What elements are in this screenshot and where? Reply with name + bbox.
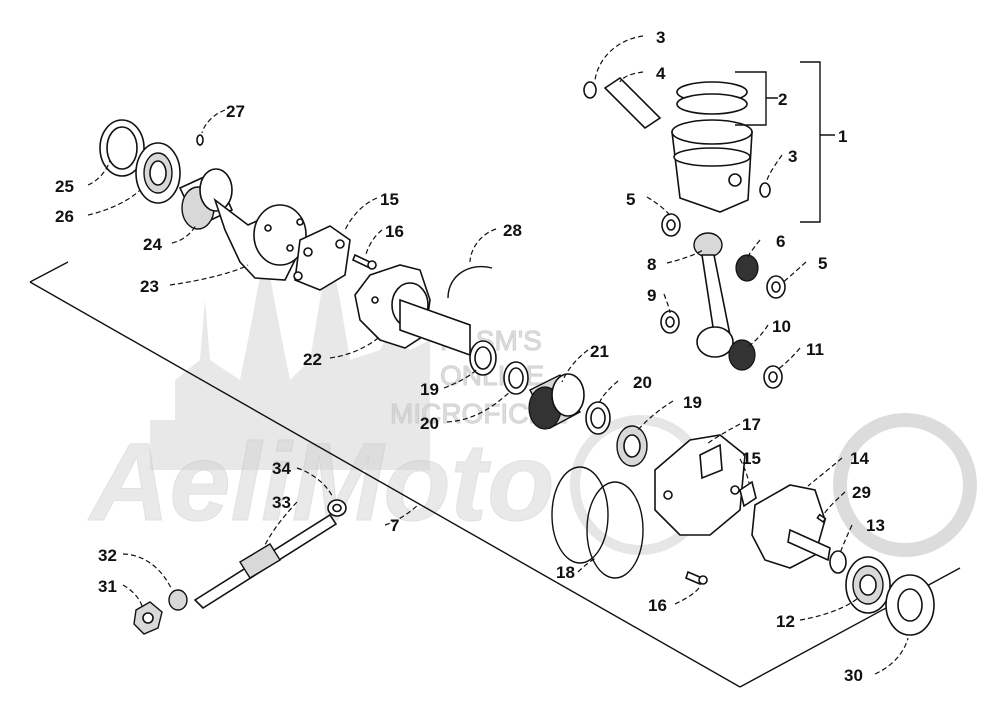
callout-19-left: 19 xyxy=(420,380,439,399)
callout-32: 32 xyxy=(98,546,117,565)
part-20-washer-right xyxy=(585,401,611,435)
part-32-bushing xyxy=(168,589,188,611)
part-6-needle-bearing xyxy=(735,254,759,282)
watermark-wheel-front xyxy=(833,413,977,557)
part-33-shaft xyxy=(193,513,338,610)
part-30-seal xyxy=(885,574,935,636)
part-15-crank-web xyxy=(293,225,351,291)
part-24-needle-bearing xyxy=(178,168,234,230)
part-4-wrist-pin xyxy=(603,76,662,130)
part-29-pin xyxy=(816,513,827,524)
part-9-washer xyxy=(660,310,680,334)
callout-5-upper: 5 xyxy=(626,190,635,209)
callout-24: 24 xyxy=(143,235,162,254)
callout-7: 7 xyxy=(390,516,399,535)
part-5-washer-upper xyxy=(661,213,681,237)
part-19-bearing-right xyxy=(616,425,648,467)
part-26-bearing xyxy=(135,142,181,204)
callout-3-top: 3 xyxy=(656,28,665,47)
part-1-piston xyxy=(671,119,753,213)
callout-33: 33 xyxy=(272,493,291,512)
part-14-crank-half xyxy=(751,484,831,569)
callout-1: 1 xyxy=(838,127,847,146)
callout-31: 31 xyxy=(98,577,117,596)
callout-23: 23 xyxy=(140,277,159,296)
callout-11: 11 xyxy=(806,340,824,359)
callout-3-right: 3 xyxy=(788,147,797,166)
callout-10: 10 xyxy=(772,317,791,336)
callout-19-right: 19 xyxy=(683,393,702,412)
part-13-washer xyxy=(829,550,847,574)
part-23-crank-half xyxy=(213,197,307,281)
watermark: AeliMoto HLSM'S ONLINE MICROFICHE xyxy=(87,250,977,557)
callout-28: 28 xyxy=(503,221,522,240)
callout-6: 6 xyxy=(776,232,785,251)
part-28-circlip xyxy=(447,265,493,299)
callout-8: 8 xyxy=(647,255,656,274)
callout-15-upper: 15 xyxy=(380,190,399,209)
bracket-2 xyxy=(735,71,778,126)
part-27-pin xyxy=(196,134,204,146)
part-3-clip-left xyxy=(583,81,597,99)
part-12-bearing xyxy=(845,556,891,614)
part-34-washer xyxy=(327,499,347,517)
callout-9: 9 xyxy=(647,286,656,305)
callout-4: 4 xyxy=(656,64,666,83)
part-15-web-lower xyxy=(739,480,757,508)
callout-2: 2 xyxy=(778,90,787,109)
part-19-washer-left xyxy=(469,340,497,376)
part-18-rings xyxy=(551,466,644,579)
part-3-clip-right xyxy=(759,182,771,198)
part-5-washer-lower xyxy=(766,275,786,299)
part-2-piston-rings xyxy=(676,81,748,115)
leader-lines xyxy=(87,35,909,675)
part-31-nut xyxy=(133,601,163,635)
callout-13: 13 xyxy=(866,516,885,535)
callout-30: 30 xyxy=(844,666,863,685)
callout-34: 34 xyxy=(272,459,291,478)
callout-27: 27 xyxy=(226,102,245,121)
callout-18: 18 xyxy=(556,563,575,582)
callout-25: 25 xyxy=(55,177,74,196)
callouts: 3 4 2 1 3 5 6 8 5 9 10 11 27 25 26 15 16… xyxy=(55,28,885,685)
callout-29: 29 xyxy=(852,483,871,502)
watermark-skyline xyxy=(150,250,430,470)
callout-14: 14 xyxy=(850,449,869,468)
callout-16-lower: 16 xyxy=(648,596,667,615)
bracket-1 xyxy=(800,61,835,223)
part-22-crank-mass xyxy=(354,264,471,357)
callout-20-right: 20 xyxy=(633,373,652,392)
callout-20-left: 20 xyxy=(420,414,439,433)
part-10-needle-bearing xyxy=(728,339,756,371)
part-11-washer xyxy=(763,365,783,389)
callout-15-lower: 15 xyxy=(742,449,761,468)
part-20-washer-left xyxy=(503,361,529,395)
callout-22: 22 xyxy=(303,350,322,369)
callout-21: 21 xyxy=(590,342,609,361)
callout-16-upper: 16 xyxy=(385,222,404,241)
part-21-gear xyxy=(528,373,585,430)
part-16-screw-upper xyxy=(351,253,377,270)
callout-17: 17 xyxy=(742,415,761,434)
callout-12: 12 xyxy=(776,612,795,631)
part-25-seal xyxy=(99,119,145,177)
part-17-crank-web xyxy=(654,434,746,536)
callout-5-lower: 5 xyxy=(818,254,827,273)
callout-26: 26 xyxy=(55,207,74,226)
part-16-screw-lower xyxy=(685,570,708,586)
